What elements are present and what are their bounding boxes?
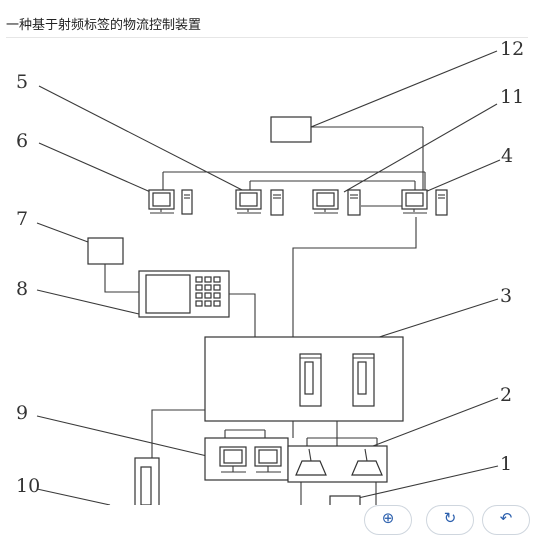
computer-station-5: [235, 189, 284, 216]
box-unit-7: [87, 237, 124, 265]
computer-station-11: [312, 189, 361, 216]
viewer-toolbar: ⊕ ↻ ↶: [364, 505, 534, 535]
leader-7: [36, 222, 89, 243]
label-2: 2: [500, 384, 512, 406]
reference-numerals: 1 2 3 4 5 6 7 8 9 10 11 12: [16, 38, 524, 497]
label-4: 4: [501, 145, 513, 167]
leader-4: [424, 159, 501, 193]
label-12: 12: [500, 38, 524, 60]
label-6: 6: [16, 130, 28, 152]
label-1: 1: [500, 453, 512, 475]
label-7: 7: [16, 208, 28, 230]
leader-9: [36, 415, 208, 457]
display-unit-12: [270, 116, 312, 143]
title-divider: [6, 37, 528, 38]
tag-unit-1: [329, 495, 361, 505]
leader-1: [344, 465, 499, 502]
lower-wiring: [151, 409, 378, 505]
page-title: 一种基于射频标签的物流控制装置: [6, 18, 202, 33]
zoom-in-button[interactable]: ⊕: [364, 505, 412, 535]
handheld-terminal-8: [138, 270, 230, 318]
leader-2: [372, 397, 499, 447]
zoom-in-icon: ⊕: [381, 509, 395, 527]
keypad: [195, 276, 221, 307]
server-units: [299, 353, 375, 407]
undo-button[interactable]: ↶: [482, 505, 530, 535]
leader-12: [310, 50, 498, 128]
patent-figure: 1 2 3 4 5 6 7 8 9 10 11 12: [16, 38, 524, 505]
rotate-button[interactable]: ↻: [426, 505, 474, 535]
leader-lines: [36, 50, 501, 505]
reader-group-2: [287, 445, 388, 483]
label-3: 3: [500, 285, 512, 307]
label-11: 11: [500, 86, 524, 108]
leader-5: [38, 85, 247, 193]
label-5: 5: [16, 71, 28, 93]
leader-8: [36, 289, 140, 315]
monitor-group-9: [204, 437, 289, 481]
leader-3: [369, 298, 499, 341]
leader-10: [36, 488, 111, 505]
label-9: 9: [16, 402, 28, 424]
computer-station-6: [148, 189, 193, 215]
leader-6: [38, 142, 156, 195]
undo-icon: ↶: [499, 509, 513, 527]
top-network-wiring: [162, 126, 426, 337]
label-8: 8: [16, 278, 28, 300]
rotate-icon: ↻: [443, 509, 457, 527]
label-10: 10: [16, 475, 40, 497]
computer-station-4: [401, 189, 448, 216]
leader-11: [343, 103, 498, 193]
antenna-unit-10: [134, 457, 160, 505]
